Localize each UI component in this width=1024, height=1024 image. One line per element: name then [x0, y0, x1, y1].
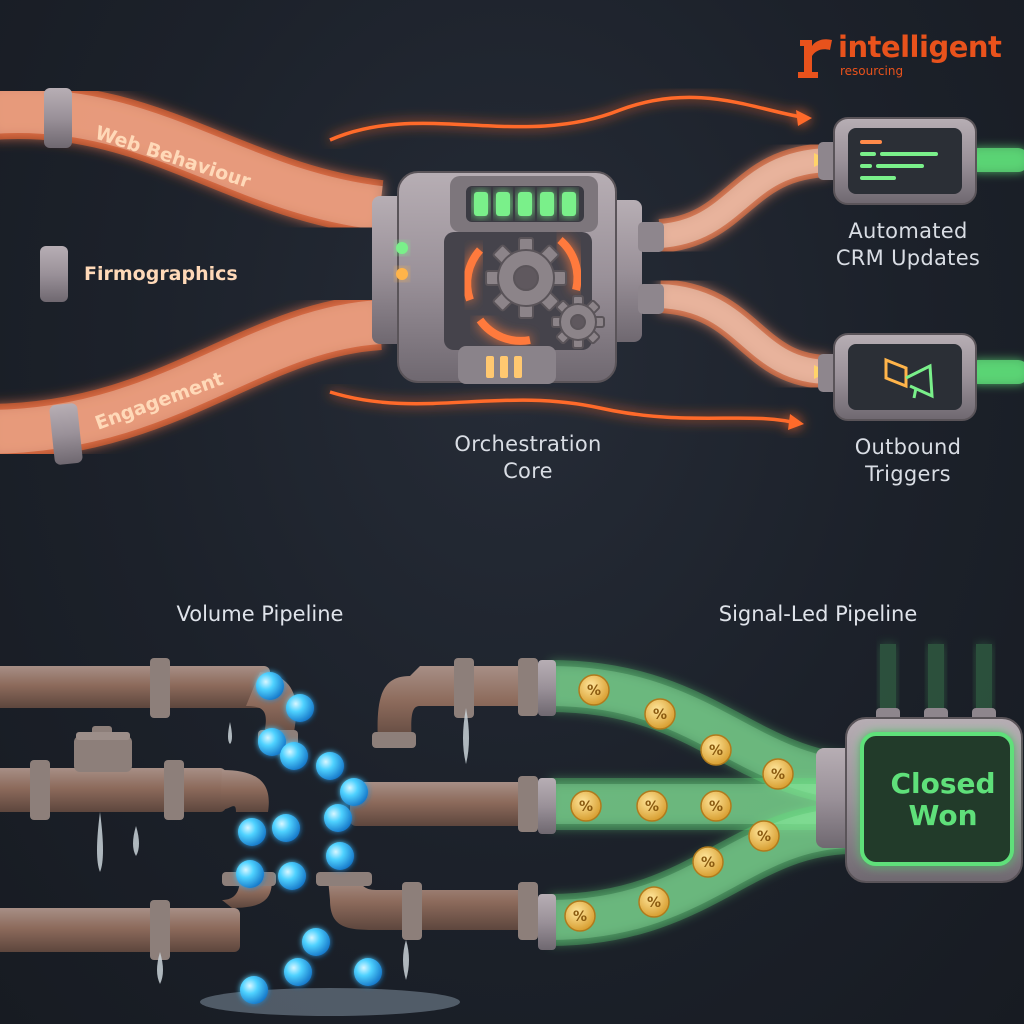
gear-icon [485, 237, 567, 319]
tube-coupler [40, 246, 68, 302]
water-bubble [272, 814, 300, 842]
svg-text:%: % [771, 767, 785, 783]
svg-text:%: % [645, 799, 659, 815]
small-gear-icon [551, 295, 605, 349]
percent-coins: %%%%%%%%%%% [564, 674, 794, 932]
logo-r-mark [798, 39, 832, 78]
percent-coin: % [700, 734, 732, 766]
pipe-coupler [538, 778, 556, 834]
svg-text:%: % [653, 707, 667, 723]
flow-arrow-top [329, 95, 812, 142]
water-bubble [340, 778, 368, 806]
water-bubble [258, 728, 286, 756]
water-bubble [302, 928, 330, 956]
pipe-coupler [538, 660, 556, 716]
green-exit-tube [968, 148, 1024, 384]
percent-coin: % [700, 790, 732, 822]
water-bubble [324, 804, 352, 832]
leaking-water-bubbles [236, 672, 382, 1004]
core-label: Orchestration Core [454, 432, 602, 483]
input-label-firmographics: Firmographics [84, 263, 238, 285]
water-bubble [240, 976, 268, 1004]
percent-coin: % [644, 698, 676, 730]
percent-coin: % [570, 790, 602, 822]
water-bubble [280, 742, 308, 770]
closed-won-machine [816, 644, 1023, 883]
svg-text:%: % [709, 743, 723, 759]
svg-text:%: % [587, 683, 601, 699]
svg-text:%: % [757, 829, 771, 845]
water-bubble [354, 958, 382, 986]
logo-subtitle: resourcing [840, 64, 904, 78]
tube-coupler [49, 403, 83, 465]
svg-text:%: % [579, 799, 593, 815]
megaphone-icon [884, 357, 934, 399]
water-bubble [238, 818, 266, 846]
signal-pipeline-title: Signal-Led Pipeline [718, 602, 918, 626]
percent-coin: % [636, 790, 668, 822]
flow-arrow-bottom [329, 390, 804, 430]
percent-coin: % [564, 900, 596, 932]
terminal-screen-icon [860, 140, 938, 180]
brand-logo: intelligent resourcing [798, 30, 1002, 78]
percent-coin: % [762, 758, 794, 790]
output-label-triggers: Outbound Triggers [854, 435, 962, 486]
closed-won-label: Closed Won [890, 767, 996, 832]
water-bubble [316, 752, 344, 780]
water-bubble [278, 862, 306, 890]
output-tube-crm [658, 143, 831, 253]
pipe-coupler [538, 894, 556, 950]
water-bubble [286, 694, 314, 722]
percent-coin: % [692, 846, 724, 878]
triggers-device [818, 333, 977, 421]
svg-text:%: % [709, 799, 723, 815]
water-bubble [326, 842, 354, 870]
water-bubble [256, 672, 284, 700]
output-tube-triggers [658, 279, 831, 389]
svg-text:%: % [647, 895, 661, 911]
percent-coin: % [638, 886, 670, 918]
water-bubble [284, 958, 312, 986]
svg-text:%: % [573, 909, 587, 925]
crm-device [818, 117, 977, 205]
volume-pipeline-title: Volume Pipeline [176, 602, 344, 626]
svg-text:%: % [701, 855, 715, 871]
rusty-pipes [0, 658, 538, 960]
tube-coupler [44, 88, 72, 148]
percent-coin: % [748, 820, 780, 852]
water-bubble [236, 860, 264, 888]
logo-wordmark: intelligent [838, 30, 1002, 64]
percent-coin: % [578, 674, 610, 706]
output-label-crm: Automated CRM Updates [835, 219, 981, 270]
